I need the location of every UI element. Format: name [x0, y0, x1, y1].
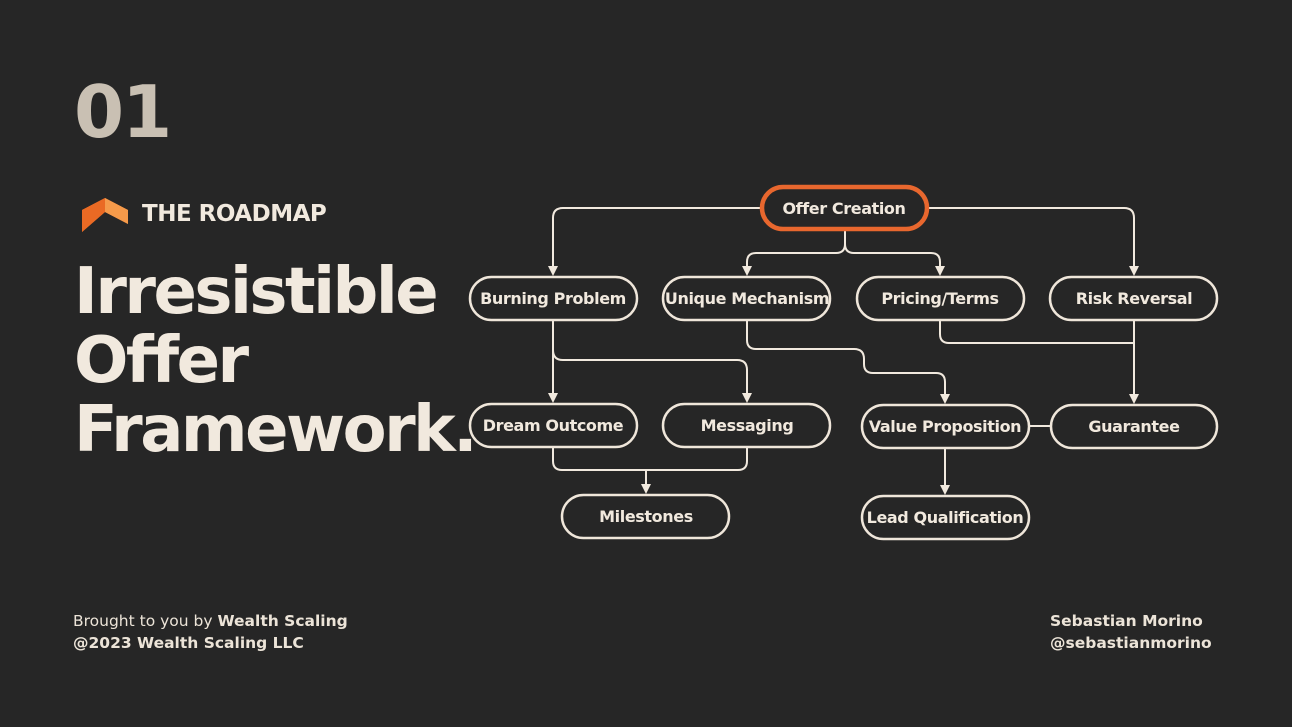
node-pricing-terms: Pricing/Terms	[855, 275, 1026, 322]
author-name: Sebastian Morino	[1050, 612, 1203, 630]
copyright: @2023 Wealth Scaling LLC	[73, 634, 304, 652]
edge-pricing-guarantee	[939, 320, 1134, 344]
brand: THE ROADMAP	[80, 196, 327, 232]
edge-dream-milestones	[552, 447, 651, 494]
node-milestones: Milestones	[560, 493, 731, 540]
credit-company: Wealth Scaling	[217, 612, 348, 630]
node-burning-problem: Burning Problem	[468, 275, 639, 322]
edge-offer-burning	[548, 207, 762, 276]
edge-messaging-milestones	[646, 447, 748, 471]
node-offer-creation-label: Offer Creation	[782, 199, 905, 218]
node-risk-reversal: Risk Reversal	[1048, 275, 1219, 322]
title-line-2: Offer	[74, 324, 249, 398]
node-lead-qualification-label: Lead Qualification	[867, 508, 1024, 527]
node-risk-reversal-label: Risk Reversal	[1076, 289, 1193, 308]
node-guarantee-label: Guarantee	[1088, 417, 1180, 436]
roof-logo-icon	[82, 198, 128, 232]
brand-name: THE ROADMAP	[142, 201, 327, 227]
footer-credits: Brought to you by Wealth Scaling @2023 W…	[73, 610, 348, 654]
node-dream-outcome: Dream Outcome	[468, 402, 639, 449]
node-dream-outcome-label: Dream Outcome	[483, 416, 624, 435]
edge-unique-value	[746, 320, 950, 404]
title-line-3: Framework.	[74, 393, 478, 467]
node-unique-mechanism-label: Unique Mechanism	[665, 289, 829, 308]
node-unique-mechanism: Unique Mechanism	[661, 275, 832, 322]
credit-line: Brought to you by Wealth Scaling	[73, 610, 348, 632]
edge-offer-risk	[926, 207, 1139, 276]
node-messaging-label: Messaging	[701, 416, 794, 435]
title-line-1: Irresistible	[74, 255, 439, 329]
page-title: Irresistible Offer Framework.	[74, 255, 478, 467]
author-handle: @sebastianmorino	[1050, 634, 1212, 652]
node-burning-problem-label: Burning Problem	[480, 289, 626, 308]
node-messaging: Messaging	[661, 402, 832, 449]
node-offer-creation: Offer Creation	[759, 184, 930, 232]
edge-offer-unique	[742, 230, 846, 276]
credit-prefix: Brought to you by	[73, 612, 218, 630]
node-value-proposition-label: Value Proposition	[869, 417, 1021, 436]
edge-offer-pricing	[844, 243, 945, 276]
author-info: Sebastian Morino @sebastianmorino	[1050, 610, 1212, 654]
node-lead-qualification: Lead Qualification	[860, 494, 1031, 541]
slide-number: 01	[74, 70, 172, 154]
node-guarantee: Guarantee	[1049, 403, 1219, 450]
node-value-proposition: Value Proposition	[860, 403, 1031, 450]
node-milestones-label: Milestones	[599, 507, 693, 526]
edge-burning-messaging	[552, 349, 752, 403]
node-pricing-terms-label: Pricing/Terms	[881, 289, 998, 308]
